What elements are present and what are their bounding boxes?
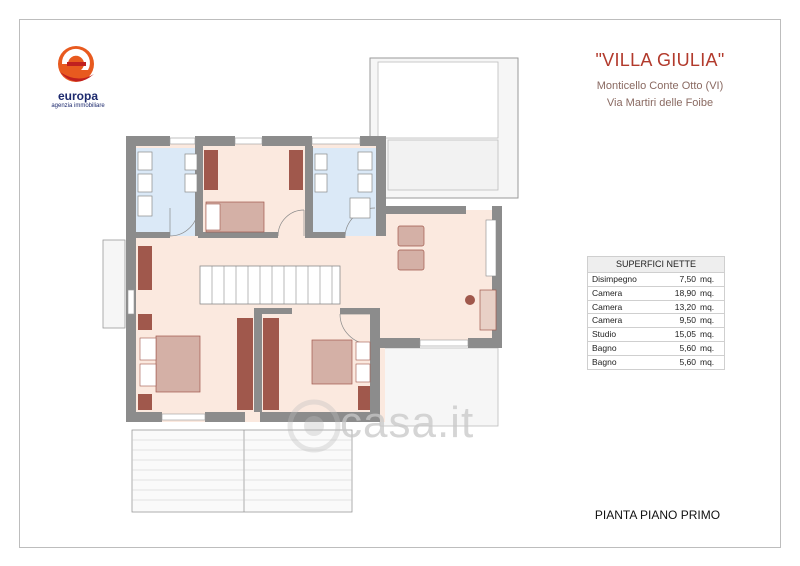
table-row: Disimpegno 7,50 mq. bbox=[587, 273, 725, 287]
room-area: 7,50 bbox=[679, 274, 696, 284]
property-address: Via Martiri delle Foibe bbox=[606, 97, 714, 109]
logo-wordmark: europa bbox=[57, 89, 98, 103]
floor-plan bbox=[102, 57, 519, 513]
beds bbox=[139, 201, 371, 393]
room-unit: mq. bbox=[700, 329, 715, 340]
walls bbox=[126, 136, 502, 422]
property-location: Monticello Conte Otto (VI) bbox=[596, 80, 724, 92]
europa-logo-icon bbox=[58, 46, 94, 82]
room-unit: mq. bbox=[700, 301, 715, 312]
room-unit: mq. bbox=[700, 342, 715, 353]
room-name: Studio bbox=[592, 329, 617, 340]
table-row: Bagno 5,60 mq. bbox=[587, 341, 725, 356]
pergola-bottom bbox=[131, 429, 353, 513]
casa-watermark-icon bbox=[287, 399, 341, 453]
net-areas-heading: SUPERFICI NETTE bbox=[587, 256, 725, 273]
room-area: 9,50 bbox=[679, 315, 696, 326]
table-row: Camera 18,90 mq. bbox=[587, 286, 725, 301]
net-areas-table: SUPERFICI NETTE Disimpegno 7,50 mq. Came… bbox=[587, 256, 725, 370]
property-title: "VILLA GIULIA" bbox=[595, 50, 725, 70]
plan-caption: PIANTA PIANO PRIMO bbox=[594, 508, 721, 522]
room-name: Camera bbox=[592, 287, 623, 298]
staircase bbox=[199, 265, 341, 305]
bed-bottom-left bbox=[155, 335, 201, 393]
room-name: Camera bbox=[592, 301, 623, 312]
room-unit: mq. bbox=[700, 287, 715, 298]
study-furniture bbox=[397, 219, 497, 331]
room-name: Bagno bbox=[592, 342, 617, 353]
table-row: Bagno 5,60 mq. bbox=[587, 355, 725, 370]
furniture-wardrobes bbox=[138, 150, 370, 410]
table-row: Studio 15,05 mq. bbox=[587, 328, 725, 342]
sheet-frame bbox=[19, 19, 781, 548]
room-area: 5,60 bbox=[679, 356, 696, 367]
watermark-text: casa.it bbox=[340, 398, 475, 447]
terrace-top-right bbox=[369, 57, 519, 199]
room-unit: mq. bbox=[700, 356, 715, 367]
room-area: 5,60 bbox=[679, 342, 696, 353]
table-row: Camera 13,20 mq. bbox=[587, 300, 725, 315]
room-unit: mq. bbox=[700, 274, 715, 284]
room-unit: mq. bbox=[700, 315, 715, 326]
room-area: 13,20 bbox=[674, 301, 696, 312]
table-row: Camera 9,50 mq. bbox=[587, 314, 725, 329]
room-area: 18,90 bbox=[674, 287, 696, 298]
terrace-bottom-right bbox=[379, 347, 499, 427]
bathroom-fixtures bbox=[137, 151, 373, 219]
logo-tagline: agenzia immobiliare bbox=[51, 103, 105, 109]
balcony-left bbox=[102, 239, 126, 329]
bed-bottom-middle bbox=[311, 339, 353, 385]
room-area: 15,05 bbox=[674, 329, 696, 340]
room-name: Disimpegno bbox=[592, 274, 637, 284]
windows bbox=[127, 137, 469, 421]
room-name: Camera bbox=[592, 315, 623, 326]
room-name: Bagno bbox=[592, 356, 617, 367]
